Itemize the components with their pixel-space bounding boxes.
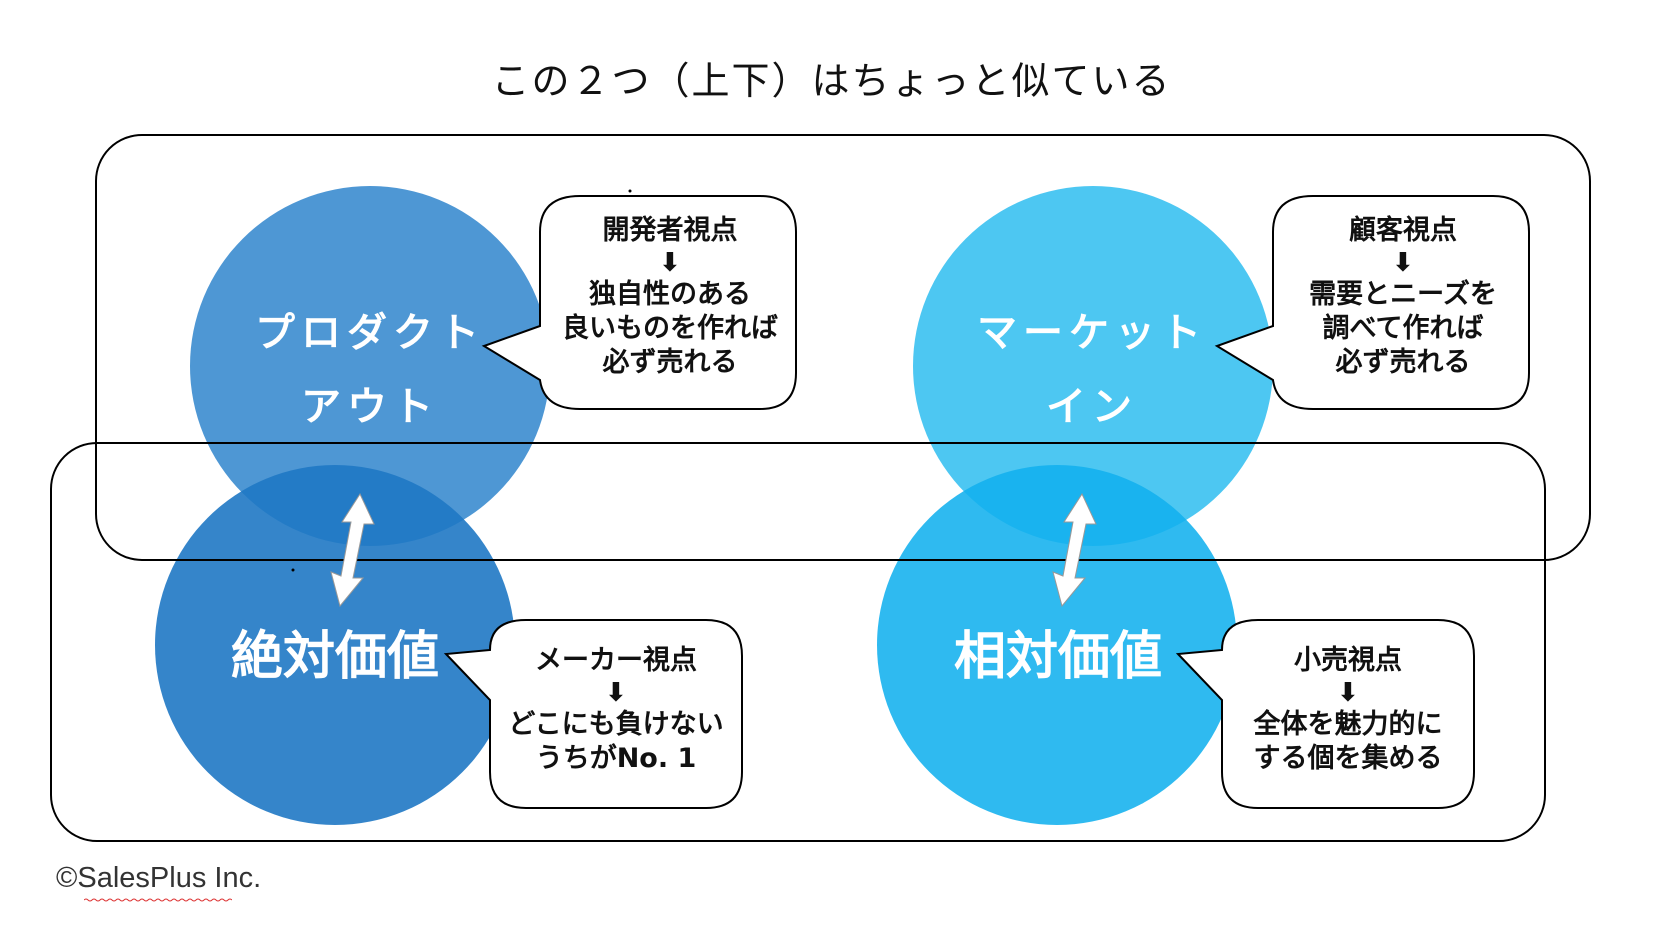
down-arrow-icon: ⬇ <box>659 248 681 278</box>
maker-bubble-shape <box>443 619 743 809</box>
maker-line2: うちがNo. 1 <box>535 743 697 774</box>
maker-bubble-text: メーカー視点 ⬇ どこにも負けない うちがNo. 1 <box>490 644 742 776</box>
retail-bubble-text: 小売視点 ⬇ 全体を魅力的に する個を集める <box>1222 644 1474 776</box>
developer-line1: 独自性のある <box>589 279 751 310</box>
customer-line2: 調べて作れば <box>1322 313 1484 344</box>
developer-bubble-shape <box>481 195 797 410</box>
market-in-line1: マーケット <box>977 310 1207 356</box>
bottom-group-frame <box>50 442 1546 842</box>
market-in-label: マーケット イン <box>972 300 1212 432</box>
retail-bubble-shape <box>1175 619 1475 809</box>
retail-line1: 全体を魅力的に <box>1253 709 1443 740</box>
retail-line2: する個を集める <box>1253 743 1443 774</box>
absolute-value-label: 絶対価値 <box>230 627 439 687</box>
customer-bubble-text: 顧客視点 ⬇ 需要とニーズを 調べて作れば 必ず売れる <box>1277 214 1529 380</box>
market-in-line2: イン <box>1046 384 1138 430</box>
top-group-frame <box>95 134 1591 561</box>
market-in-circle <box>913 186 1273 546</box>
maker-line1: どこにも負けない <box>508 709 724 740</box>
stray-dot <box>628 189 632 193</box>
relative-value-label: 相対価値 <box>953 627 1162 687</box>
developer-bubble-text: 開発者視点 ⬇ 独自性のある 良いものを作れば 必ず売れる <box>544 214 796 380</box>
down-arrow-icon: ⬇ <box>1392 248 1414 278</box>
product-out-line2: アウト <box>301 384 439 430</box>
developer-heading: 開発者視点 <box>602 215 738 246</box>
down-arrow-icon: ⬇ <box>605 678 627 708</box>
stray-dot <box>291 568 295 572</box>
product-out-circle <box>190 186 550 546</box>
customer-bubble-shape <box>1214 195 1530 410</box>
customer-line3: 必ず売れる <box>1335 347 1471 378</box>
double-arrow-icon-left <box>330 492 375 608</box>
absolute-value-circle <box>155 465 515 825</box>
page-title: この２つ（上下）はちょっと似ている <box>491 59 1172 103</box>
product-out-label: プロダクト アウト <box>250 300 490 432</box>
maker-heading: メーカー視点 <box>535 645 697 676</box>
product-out-line1: プロダクト <box>255 310 485 356</box>
double-arrow-icon-right <box>1052 492 1097 608</box>
relative-value-circle <box>877 465 1237 825</box>
copyright-text: ©SalesPlus Inc. <box>56 862 262 894</box>
spellcheck-underline <box>84 898 232 902</box>
customer-line1: 需要とニーズを <box>1309 279 1497 310</box>
developer-line2: 良いものを作れば <box>562 313 778 344</box>
retail-heading: 小売視点 <box>1294 645 1402 676</box>
customer-heading: 顧客視点 <box>1349 215 1457 246</box>
developer-line3: 必ず売れる <box>602 347 738 378</box>
down-arrow-icon: ⬇ <box>1337 678 1359 708</box>
